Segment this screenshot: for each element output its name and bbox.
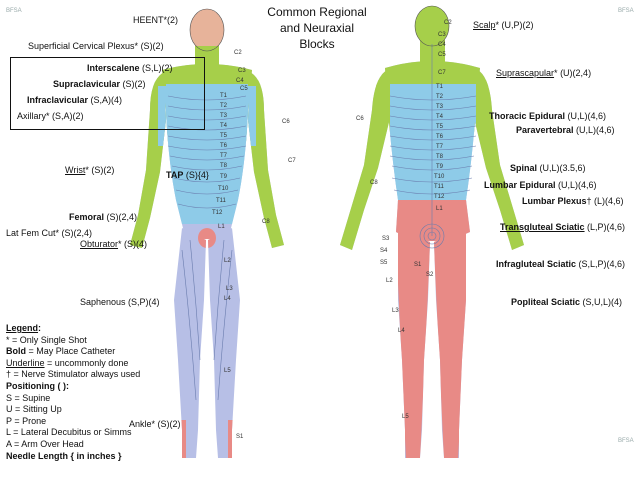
label-lat-fem-cut: Lat Fem Cut* (S)(2,4) — [6, 228, 92, 239]
legend-bold: Bold = May Place Catheter — [6, 346, 140, 358]
label-obturator: Obturator* (S)(4) — [80, 239, 147, 250]
legend-single-shot: * = Only Single Shot — [6, 335, 140, 347]
derm-label: T5 — [220, 133, 228, 139]
derm-label: T4 — [436, 114, 444, 120]
legend-sitting: U = Sitting Up — [6, 404, 140, 416]
derm-label: L3 — [392, 308, 399, 314]
legend-prone: P = Prone — [6, 416, 140, 428]
legend-dagger: † = Nerve Stimulator always used — [6, 369, 140, 381]
derm-label: L4 — [398, 328, 405, 334]
derm-label: C6 — [356, 116, 364, 122]
legend-heading: Legend: — [6, 323, 140, 335]
derm-label: T4 — [220, 123, 228, 129]
derm-label: T3 — [436, 104, 444, 110]
derm-label: T12 — [212, 210, 223, 216]
label-transgluteal-sciatic: Transgluteal Sciatic (L,P)(4,6) — [500, 222, 625, 233]
diagram-title: Common Regional and Neuraxial Blocks — [258, 4, 376, 52]
derm-label: S2 — [426, 272, 434, 278]
label-interscalene: Interscalene (S,L)(2) — [87, 63, 173, 74]
watermark: BFSA — [6, 8, 22, 14]
label-infraclavicular: Infraclavicular (S,A)(4) — [27, 95, 122, 106]
derm-label: T3 — [220, 113, 228, 119]
derm-label: S1 — [236, 434, 244, 440]
derm-label: S5 — [380, 260, 388, 266]
label-supraclavicular: Supraclavicular (S)(2) — [53, 79, 146, 90]
derm-label: T11 — [216, 198, 227, 204]
label-scalp: Scalp* (U,P)(2) — [473, 20, 534, 31]
derm-label: T10 — [218, 186, 229, 192]
label-infragluteal-sciatic: Infragluteal Sciatic (S,L,P)(4,6) — [496, 259, 625, 270]
derm-label: C5 — [438, 52, 446, 58]
label-thoracic-epidural: Thoracic Epidural (U,L)(4,6) — [489, 111, 606, 122]
derm-label: C6 — [282, 119, 290, 125]
derm-label: T2 — [436, 94, 444, 100]
derm-label: T8 — [436, 154, 444, 160]
legend-positioning: Positioning ( ): — [6, 381, 140, 393]
title-line: Common Regional — [258, 4, 376, 20]
derm-label: C5 — [240, 86, 248, 92]
derm-label: L1 — [436, 206, 443, 212]
derm-label: T7 — [220, 153, 228, 159]
derm-label: C7 — [438, 70, 446, 76]
derm-label: T11 — [434, 184, 445, 190]
label-popliteal-sciatic: Popliteal Sciatic (S,U,L)(4) — [511, 297, 622, 308]
label-wrist: Wrist* (S)(2) — [65, 165, 114, 176]
derm-label: C4 — [438, 42, 446, 48]
label-saphenous: Saphenous (S,P)(4) — [80, 297, 160, 308]
derm-label: T1 — [220, 93, 228, 99]
derm-label: T7 — [436, 144, 444, 150]
derm-label: L2 — [224, 258, 231, 264]
derm-label: S1 — [414, 262, 422, 268]
label-heent: HEENT*(2) — [133, 15, 178, 26]
derm-label: L1 — [218, 224, 225, 230]
label-tap: TAP (S){4} — [166, 170, 209, 181]
watermark: BFSA — [618, 8, 634, 14]
derm-label: C8 — [370, 180, 378, 186]
derm-label: C7 — [288, 158, 296, 164]
derm-label: T10 — [434, 174, 445, 180]
derm-label: T9 — [436, 164, 444, 170]
legend-arm: A = Arm Over Head — [6, 439, 140, 451]
derm-label: T6 — [220, 143, 228, 149]
label-lumbar-epidural: Lumbar Epidural (U,L)(4,6) — [484, 180, 597, 191]
derm-label: L3 — [226, 286, 233, 292]
derm-label: T6 — [436, 134, 444, 140]
label-axillary: Axillary* (S,A)(2) — [17, 111, 84, 122]
derm-label: T12 — [434, 194, 445, 200]
derm-label: C3 — [238, 68, 246, 74]
derm-label: T1 — [436, 84, 444, 90]
derm-label: S3 — [382, 236, 390, 242]
legend-needle: Needle Length { in inches } — [6, 451, 140, 463]
label-lumbar-plexus: Lumbar Plexus† (L)(4,6) — [522, 196, 624, 207]
derm-label: L2 — [386, 278, 393, 284]
derm-label: C8 — [262, 219, 270, 225]
watermark: BFSA — [618, 438, 634, 444]
title-line: Blocks — [258, 36, 376, 52]
derm-label: S4 — [380, 248, 388, 254]
legend-supine: S = Supine — [6, 393, 140, 405]
derm-label: T8 — [220, 163, 228, 169]
legend-lateral: L = Lateral Decubitus or Simms — [6, 427, 140, 439]
title-line: and Neuraxial — [258, 20, 376, 36]
derm-label: C2 — [234, 50, 242, 56]
label-spinal: Spinal (U,L)(3.5,6) — [510, 163, 586, 174]
legend: Legend: * = Only Single Shot Bold = May … — [6, 323, 140, 462]
derm-label: C2 — [444, 20, 452, 26]
derm-label: T2 — [220, 103, 228, 109]
derm-label: L5 — [402, 414, 409, 420]
derm-label: C4 — [236, 78, 244, 84]
derm-label: L5 — [224, 368, 231, 374]
derm-label: L4 — [224, 296, 231, 302]
label-femoral: Femoral (S)(2,4) — [69, 212, 137, 223]
label-superficial-cervical-plexus: Superficial Cervical Plexus* (S)(2) — [28, 41, 164, 52]
label-suprascapular: Suprascapular* (U)(2,4) — [496, 68, 591, 79]
derm-label: T9 — [220, 174, 228, 180]
legend-underline: Underline = uncommonly done — [6, 358, 140, 370]
label-paravertebral: Paravertebral (U,L)(4,6) — [516, 125, 615, 136]
derm-label: T5 — [436, 124, 444, 130]
derm-label: C3 — [438, 32, 446, 38]
